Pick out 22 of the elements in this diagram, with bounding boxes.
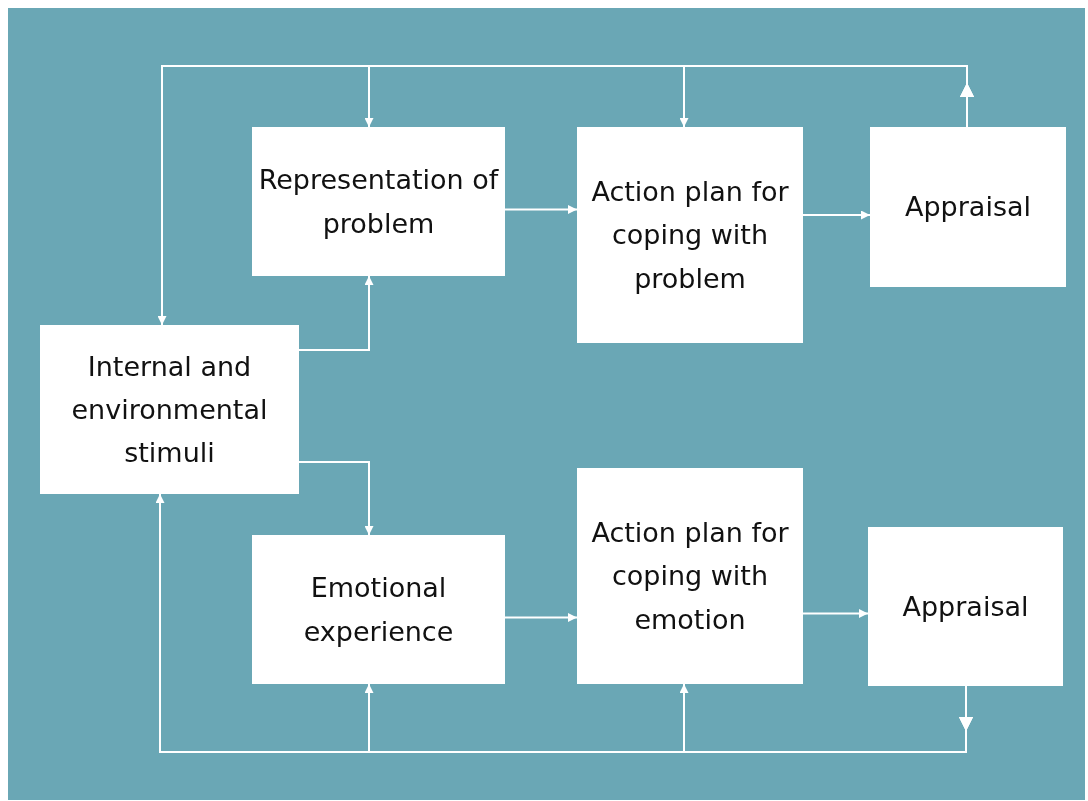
process-box xyxy=(252,127,505,276)
arrow xyxy=(298,275,374,351)
arrow xyxy=(298,461,374,536)
process-box xyxy=(252,535,505,684)
box-label: Action plan for coping with emotion xyxy=(590,516,790,637)
box-label: Appraisal xyxy=(905,190,1031,225)
process-box xyxy=(577,468,803,684)
process-box xyxy=(870,127,1066,287)
box-label: Representation of problem xyxy=(258,163,499,241)
process-box xyxy=(40,325,299,494)
box-label: Appraisal xyxy=(902,589,1029,624)
process-box xyxy=(868,527,1063,686)
box-label: Emotional experience xyxy=(302,571,455,649)
arrow xyxy=(802,210,871,220)
process-box xyxy=(577,127,803,343)
arrow xyxy=(504,205,578,214)
arrow xyxy=(504,613,578,622)
box-label: Internal and environmental stimuli xyxy=(70,349,269,471)
arrow xyxy=(679,65,974,128)
arrow xyxy=(679,683,973,753)
box-label: Action plan for coping with problem xyxy=(590,175,790,296)
arrow xyxy=(802,609,869,618)
